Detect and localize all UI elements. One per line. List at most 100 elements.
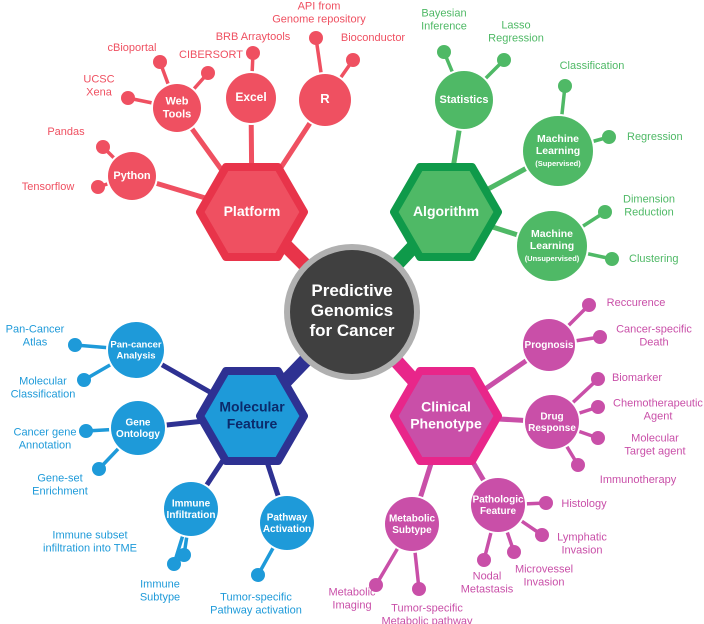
nodal-leaf-label-line: Nodal [473, 570, 502, 582]
clinical-hub-label-line: Phenotype [410, 415, 482, 431]
cibersort-leaf-label-line: CIBERSORT [179, 49, 243, 61]
center-title-line: Predictive [311, 281, 392, 300]
prognosis-node [523, 319, 575, 371]
bioconductor-leaf-label-line: Bioconductor [341, 32, 406, 44]
ucsc-leaf-label-line: UCSC [83, 73, 114, 85]
r-node-label: R [320, 91, 330, 106]
clustering-leaf-label: Clustering [629, 253, 679, 265]
molecular-hub [196, 367, 308, 465]
cbioportal-leaf-dot [153, 55, 167, 69]
metimg-leaf-label-line: Imaging [332, 600, 371, 612]
metabolic-node [385, 497, 439, 551]
center-core [290, 250, 414, 374]
statistics-node-label: Statistics [440, 94, 489, 106]
bioconductor-leaf-label: Bioconductor [341, 32, 406, 44]
tensorflow-leaf-label: Tensorflow [22, 181, 75, 193]
biomarker-leaf-label-line: Biomarker [612, 372, 662, 384]
api-leaf-label-line: Genome repository [272, 14, 366, 26]
platform-hub-label-line: Platform [224, 203, 281, 219]
metimg-leaf-label-line: Metabolic [328, 586, 376, 598]
ucsc-leaf-label-line: Xena [86, 87, 113, 99]
node-layer [68, 31, 619, 596]
tsmp-leaf-label-line: Tumor-specific [391, 602, 463, 614]
pandas-leaf-label: Pandas [47, 126, 85, 138]
clinical-hub-label-line: Clinical [421, 398, 471, 414]
biomarker-leaf-label: Biomarker [612, 372, 662, 384]
pathway-node-label-line: Activation [263, 523, 311, 534]
tspa-leaf-label-line: Pathway activation [210, 605, 302, 617]
biomarker-leaf-dot [591, 372, 605, 386]
excel-node [226, 73, 276, 123]
cga-leaf-label-line: Annotation [19, 440, 72, 452]
gse-leaf-label-line: Enrichment [32, 486, 88, 498]
algorithm-hub-label: Algorithm [413, 203, 479, 219]
cbioportal-leaf-label: cBioportal [108, 42, 157, 54]
tspa-leaf-label-line: Tumor-specific [220, 591, 292, 603]
metimg-leaf-dot [369, 578, 383, 592]
patho-node-label-line: Feature [480, 505, 517, 516]
tensorflow-leaf-dot [91, 180, 105, 194]
immuno-leaf-label-line: Immunotherapy [600, 474, 677, 486]
recurrence-leaf-label: Reccurence [607, 297, 666, 309]
algorithm-hub-label-line: Algorithm [413, 203, 479, 219]
api-leaf-dot [309, 31, 323, 45]
statistics-node [435, 71, 493, 129]
recurrence-leaf-dot [582, 298, 596, 312]
pathway-node-label-line: Pathway [267, 512, 308, 523]
cibersort-leaf-label: CIBERSORT [179, 49, 243, 61]
python-node-label: Python [113, 170, 151, 182]
pancancer-node-label-line: Analysis [116, 350, 155, 361]
chemo-leaf-dot [591, 400, 605, 414]
lasso-leaf-label-line: Lasso [501, 19, 530, 31]
drug-node-label-line: Drug [540, 411, 563, 422]
prognosis-node-label: Prognosis [525, 340, 574, 351]
isi-leaf-label-line: Immune subset [52, 529, 127, 541]
prognosis-node-label-line: Prognosis [525, 340, 574, 351]
drug-node [525, 395, 579, 449]
lasso-leaf-label-line: Regression [488, 33, 544, 45]
brb-leaf-label-line: BRB Arraytools [216, 31, 291, 43]
ml_unsup-node-sublabel: (Unsupervised) [525, 254, 580, 263]
nodal-leaf-dot [477, 553, 491, 567]
dimred-leaf-label-line: Dimension [623, 193, 675, 205]
center-title-line: Genomics [311, 301, 393, 320]
chemo-leaf-label-line: Chemotherapeutic [613, 397, 703, 409]
geneont-node-label-line: Gene [125, 417, 150, 428]
molecular-hub-label-line: Molecular [219, 398, 285, 414]
csd-leaf-dot [593, 330, 607, 344]
metabolic-node-label-line: Subtype [392, 524, 432, 535]
isi-leaf-dot [177, 548, 191, 562]
ml_unsup-node-label-line: Machine [531, 228, 573, 240]
pathway-node [260, 496, 314, 550]
python-node-label-line: Python [113, 170, 151, 182]
molecular-hub-label-line: Feature [227, 415, 278, 431]
r-node-label-line: R [320, 91, 330, 106]
pancancer-node-label-line: Pan-cancer [110, 339, 162, 350]
immune-node [164, 482, 218, 536]
atlas-leaf-label-line: Pan-Cancer [6, 323, 65, 335]
tspa-leaf-dot [251, 568, 265, 582]
webtools-node [153, 84, 201, 132]
atlas-leaf-label-line: Atlas [23, 337, 48, 349]
webtools-node-label-line: Tools [163, 108, 192, 120]
